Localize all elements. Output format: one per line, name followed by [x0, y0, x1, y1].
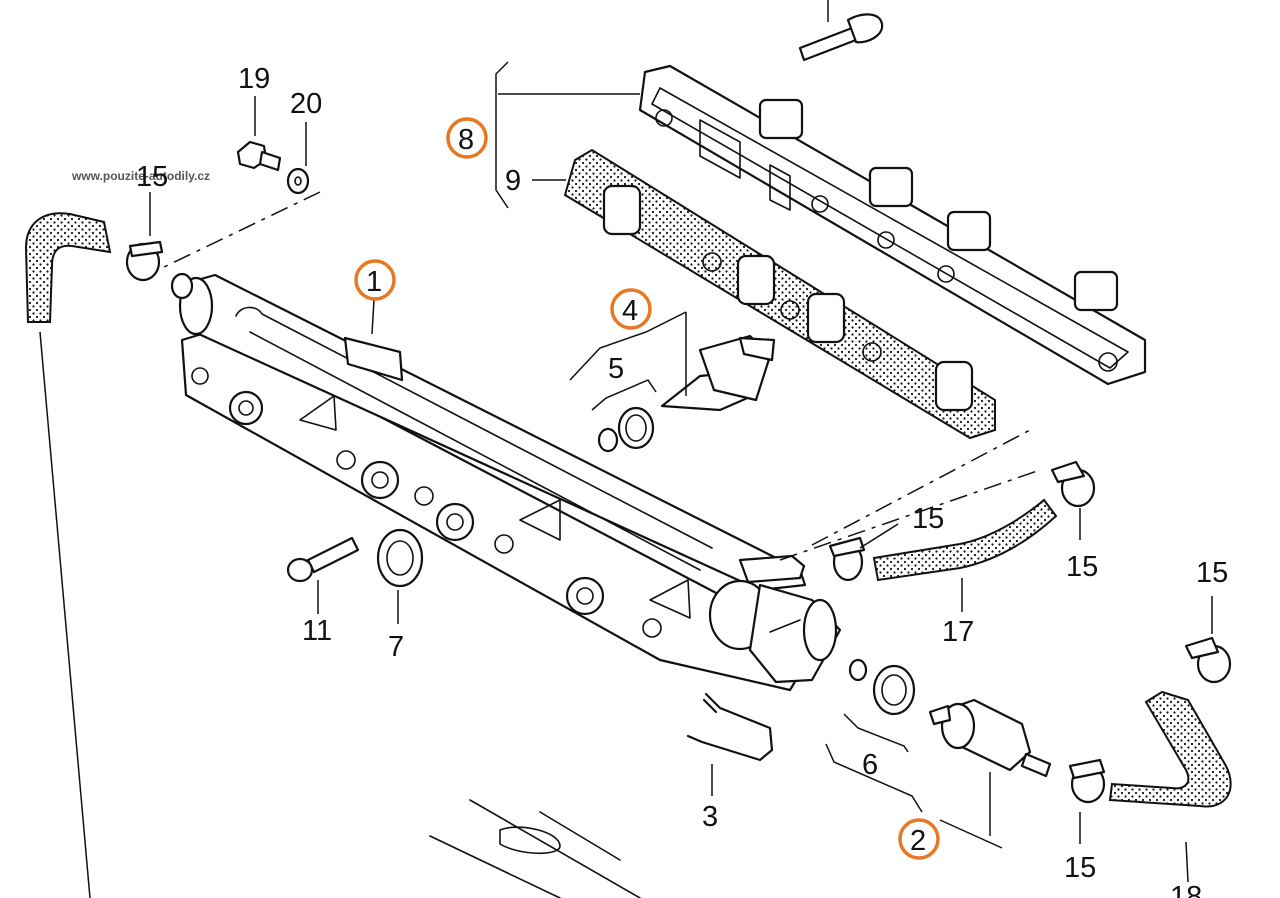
- hose-left: [24, 212, 112, 898]
- highlight-ring-8: [446, 117, 488, 159]
- top-bolt: [798, 0, 884, 62]
- label-5: 5: [608, 353, 624, 385]
- label-3: 3: [702, 801, 718, 833]
- washer-20: [286, 122, 310, 195]
- seals-6: [848, 658, 916, 716]
- label-19: 19: [238, 63, 270, 95]
- fuel-rail-assembly: [170, 272, 822, 692]
- label-15-c: 15: [1066, 551, 1098, 583]
- highlight-ring-1: [354, 259, 396, 301]
- clamp-15-d: [1184, 596, 1232, 684]
- hose-17: [872, 498, 1058, 612]
- seal-7: [376, 528, 424, 624]
- engine-outline: [429, 799, 641, 898]
- label-15-a: 15: [136, 161, 168, 193]
- bolt-11: [286, 536, 360, 614]
- label-4: 4: [622, 295, 638, 327]
- label-20: 20: [290, 88, 322, 120]
- label-9: 9: [505, 165, 521, 197]
- label-18: 18: [1170, 881, 1202, 898]
- intake-gasket-lower: [563, 148, 996, 440]
- label-1: 1: [366, 266, 382, 298]
- label-15-b: 15: [912, 503, 944, 535]
- intake-gasket-upper: [638, 64, 1147, 386]
- watermark: www.pouzite-autodily.cz: [71, 169, 210, 183]
- label-2: 2: [910, 825, 926, 857]
- clamp-left: [125, 192, 164, 282]
- seals-5: [597, 406, 655, 453]
- highlight-ring-2: [898, 818, 940, 860]
- label-7: 7: [388, 631, 404, 663]
- hose-18: [1108, 690, 1232, 883]
- label-11: 11: [302, 615, 332, 647]
- clamp-15-b: [828, 523, 899, 582]
- label-15-d: 15: [1196, 557, 1228, 589]
- pressure-regulator: [708, 554, 842, 684]
- clamp-15-c: [1050, 460, 1096, 540]
- injector-4: [660, 334, 776, 412]
- label-17: 17: [942, 616, 974, 648]
- highlight-ring-4: [610, 288, 652, 330]
- label-8: 8: [458, 124, 474, 156]
- clamp-15-e: [1068, 758, 1106, 844]
- label-15-e: 15: [1064, 852, 1096, 884]
- bolt-19: [236, 96, 282, 172]
- fuel-filter-2: [928, 698, 1052, 778]
- label-6: 6: [862, 749, 878, 781]
- clip-3: [686, 692, 774, 796]
